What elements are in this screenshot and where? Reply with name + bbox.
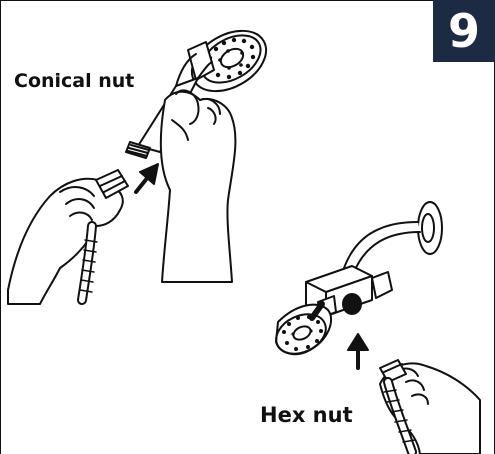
hand-icon [8,170,128,304]
hex-nut-label: Hex nut [260,403,353,427]
conical-nut-label: Conical nut [14,70,134,92]
handshower-icon [270,304,332,361]
shower-arm-icon [306,202,442,318]
arrow-up-icon [136,164,158,192]
arrow-up-icon [348,334,368,368]
hand-icon [161,90,236,282]
